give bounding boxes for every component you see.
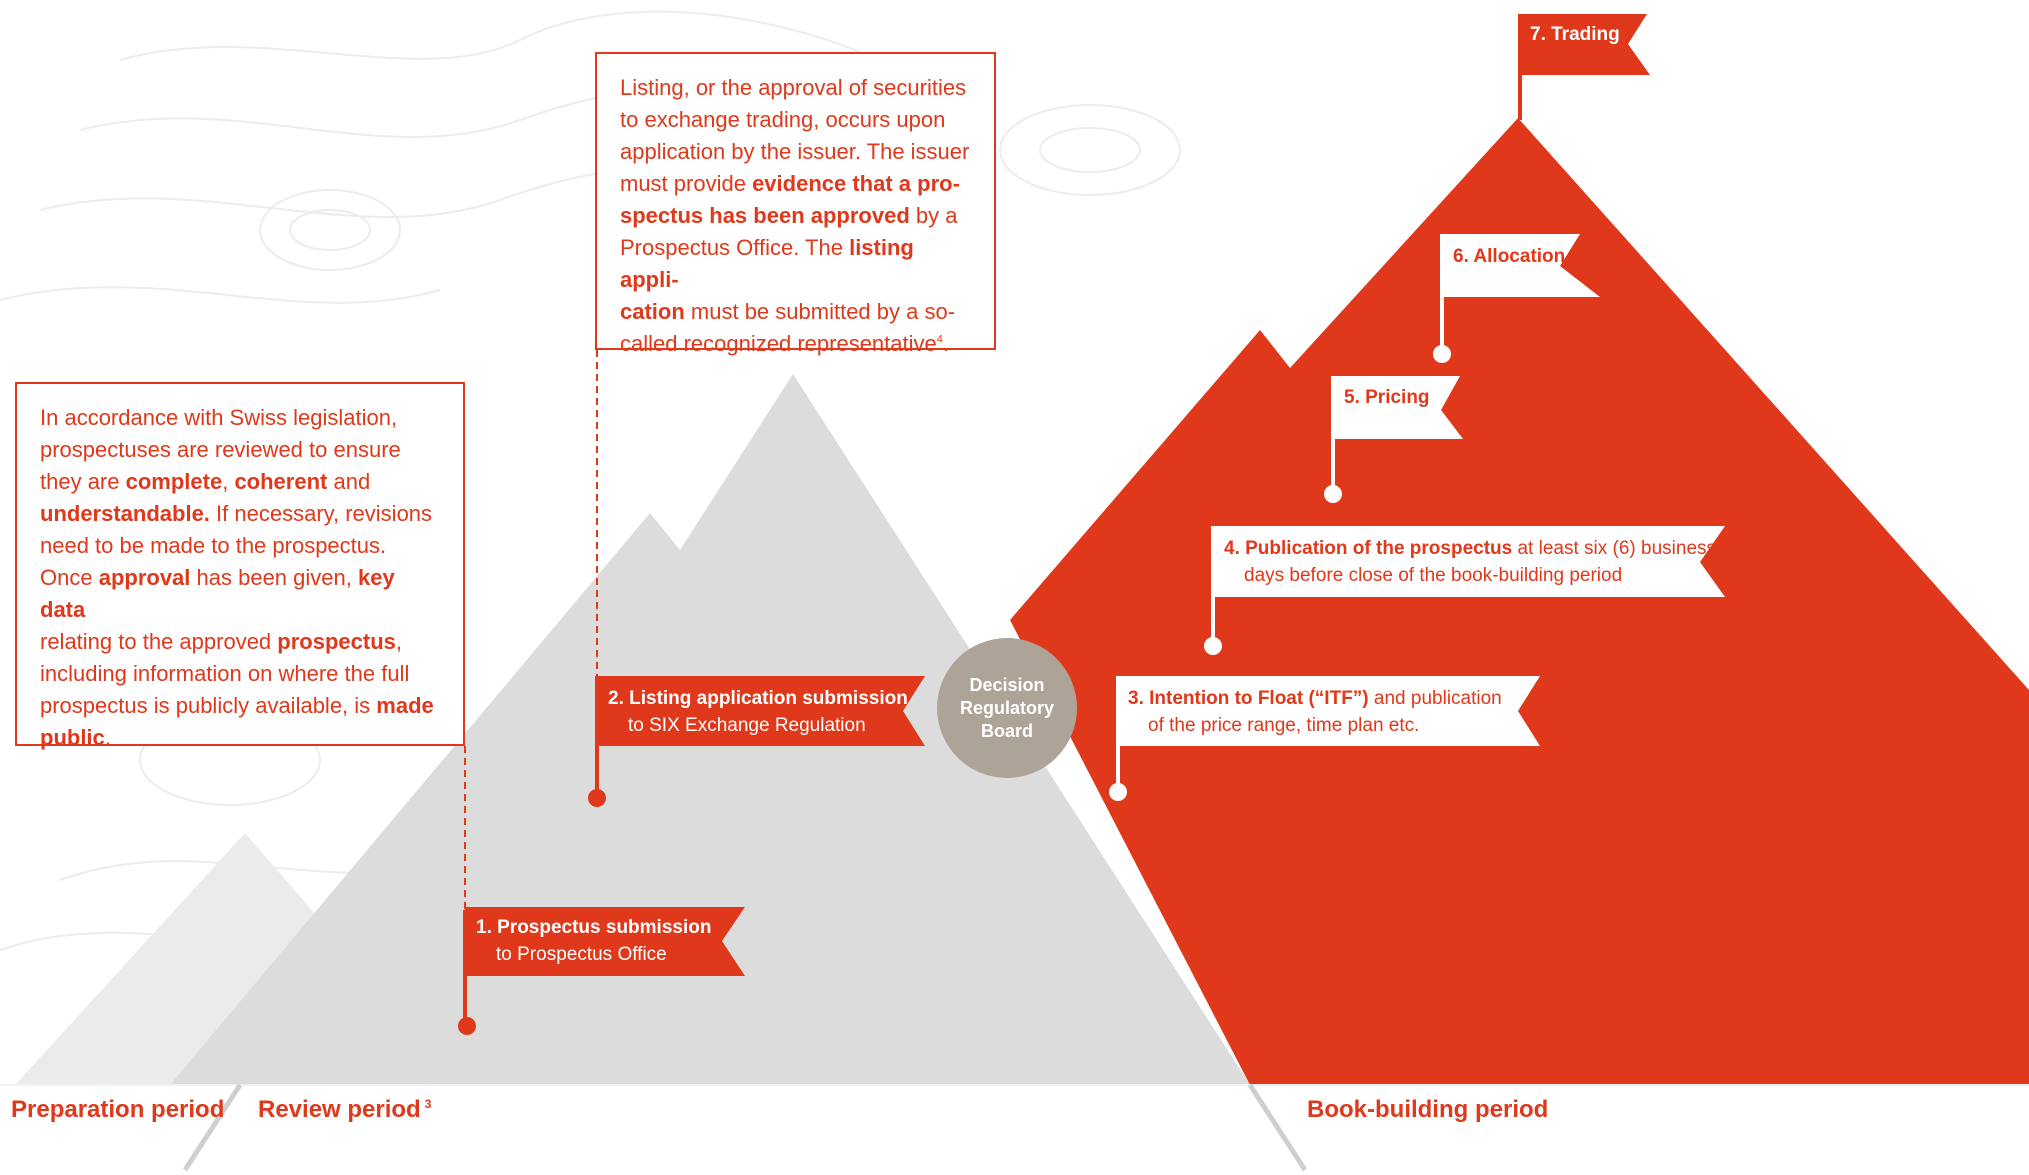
note-line: Listing, or the approval of securities [620, 75, 967, 100]
flag-subtitle: to SIX Exchange Regulation [628, 715, 866, 736]
flag-subtitle: days before close of the book-building p… [1244, 565, 1623, 586]
note-emphasis: prospectus [277, 629, 396, 654]
flag-7-trading [1518, 14, 1650, 120]
note-emphasis: evidence that a pro- [752, 171, 960, 196]
note-line: understandable. If necessary, revisions [40, 498, 443, 530]
note-line: prospectuses are reviewed to ensure [40, 437, 401, 462]
note-line: prospectus is publicly available, is mad… [40, 690, 443, 722]
flag-title: 2. Listing application submission [608, 688, 908, 709]
note-line: Once approval has been given, key data [40, 562, 443, 626]
note-text: relating to the approved [40, 629, 278, 654]
footnote-marker: 3 [424, 1097, 432, 1111]
note-line: application by the issuer. The issuer [620, 139, 970, 164]
flag-title-rest: and publication [1368, 688, 1502, 709]
note-text: prospectus is publicly available, is [40, 693, 377, 718]
flag-4-publication-prospectus [1204, 526, 1725, 655]
flag-6-allocation [1433, 234, 1600, 363]
flag-1-prospectus-submission [458, 907, 745, 1035]
note-text: . [942, 331, 949, 356]
note-line: called recognized representative4. [620, 328, 974, 360]
note-line: relating to the approved prospectus, [40, 626, 443, 658]
flag-3-intention-to-float [1109, 676, 1540, 801]
note-text: must provide [620, 171, 753, 196]
period-label: Book-building period [1307, 1096, 1549, 1123]
flag-title: 7. Trading [1530, 24, 1620, 45]
period-preparation: Preparation period [11, 1096, 224, 1124]
note-line: including information on where the full [40, 661, 410, 686]
note-text: , [395, 629, 402, 654]
footnote-marker: 4 [936, 333, 943, 346]
flag-3-label: 3. Intention to Float (“ITF”) and public… [1128, 685, 1502, 739]
note-line: must provide evidence that a pro- [620, 168, 974, 200]
flag-2-listing-application [588, 676, 925, 807]
flag-4-label: 4. Publication of the prospectus at leas… [1224, 535, 1716, 589]
note-emphasis: spectus has been approved [620, 203, 910, 228]
flag-title: 3. Intention to Float (“ITF”) [1128, 688, 1369, 709]
review-explanation-note: In accordance with Swiss legislation, pr… [15, 382, 465, 750]
flag-title: 6. Allocation [1453, 246, 1566, 267]
note-emphasis: coherent [234, 469, 328, 494]
note-line: they are complete, coherent and [40, 466, 443, 498]
flag-1-label: 1. Prospectus submission to Prospectus O… [476, 914, 711, 968]
decision-label: Decision Regulatory Board [959, 674, 1055, 741]
note-text: . [104, 725, 111, 750]
note-text: must be submitted by a so- [684, 299, 956, 324]
note-emphasis: cation [620, 299, 685, 324]
note-text: If necessary, revisions [209, 501, 433, 526]
note-line: public. [40, 722, 443, 754]
note-line: Prospectus Office. The listing appli- [620, 232, 974, 296]
note-line: spectus has been approved by a [620, 200, 974, 232]
flag-subtitle: to Prospectus Office [496, 944, 667, 965]
note-text: by a [909, 203, 958, 228]
note-emphasis: listing appli- [620, 235, 914, 292]
note-line: In accordance with Swiss legislation, [40, 405, 398, 430]
note-text: , [222, 469, 235, 494]
note-emphasis: approval [98, 565, 191, 590]
flag-title: 5. Pricing [1344, 387, 1430, 408]
note-emphasis: made [376, 693, 434, 718]
note-emphasis: key data [40, 565, 395, 622]
note-text: they are [40, 469, 126, 494]
flag-6-label: 6. Allocation [1453, 243, 1565, 270]
flag-5-pricing [1324, 376, 1463, 503]
period-label: Preparation period [11, 1096, 225, 1123]
note-emphasis: public [40, 725, 105, 750]
flag-5-label: 5. Pricing [1344, 384, 1430, 411]
review-period-leg-right [1247, 1083, 1308, 1172]
note-emphasis: understandable. [40, 501, 210, 526]
flag-subtitle: of the price range, time plan etc. [1148, 715, 1420, 736]
listing-explanation-note: Listing, or the approval of securities t… [595, 52, 996, 356]
review-period-leg-left [182, 1083, 243, 1172]
note-text: and [327, 469, 371, 494]
decision-regulatory-board-badge: Decision Regulatory Board [937, 638, 1077, 778]
mountain-bookbuilding [1010, 118, 2029, 1085]
flag-7-label: 7. Trading [1530, 21, 1620, 48]
flag-title: 1. Prospectus submission [476, 917, 712, 938]
note-text: called recognized representative [620, 331, 937, 356]
note-emphasis: complete [125, 469, 223, 494]
note-text: has been given, [190, 565, 358, 590]
note-line: need to be made to the prospectus. [40, 533, 387, 558]
note-line: cation must be submitted by a so- [620, 296, 974, 328]
flag-title: 4. Publication of the prospectus [1224, 538, 1513, 559]
flag-title-rest: at least six (6) business [1512, 538, 1717, 559]
flag-2-label: 2. Listing application submission to SIX… [608, 685, 908, 739]
note-line: to exchange trading, occurs upon [620, 107, 946, 132]
period-bookbuilding: Book-building period [1307, 1096, 1548, 1124]
note-text: Once [40, 565, 99, 590]
period-label: Review period [258, 1096, 421, 1123]
note-text: Prospectus Office. The [620, 235, 850, 260]
